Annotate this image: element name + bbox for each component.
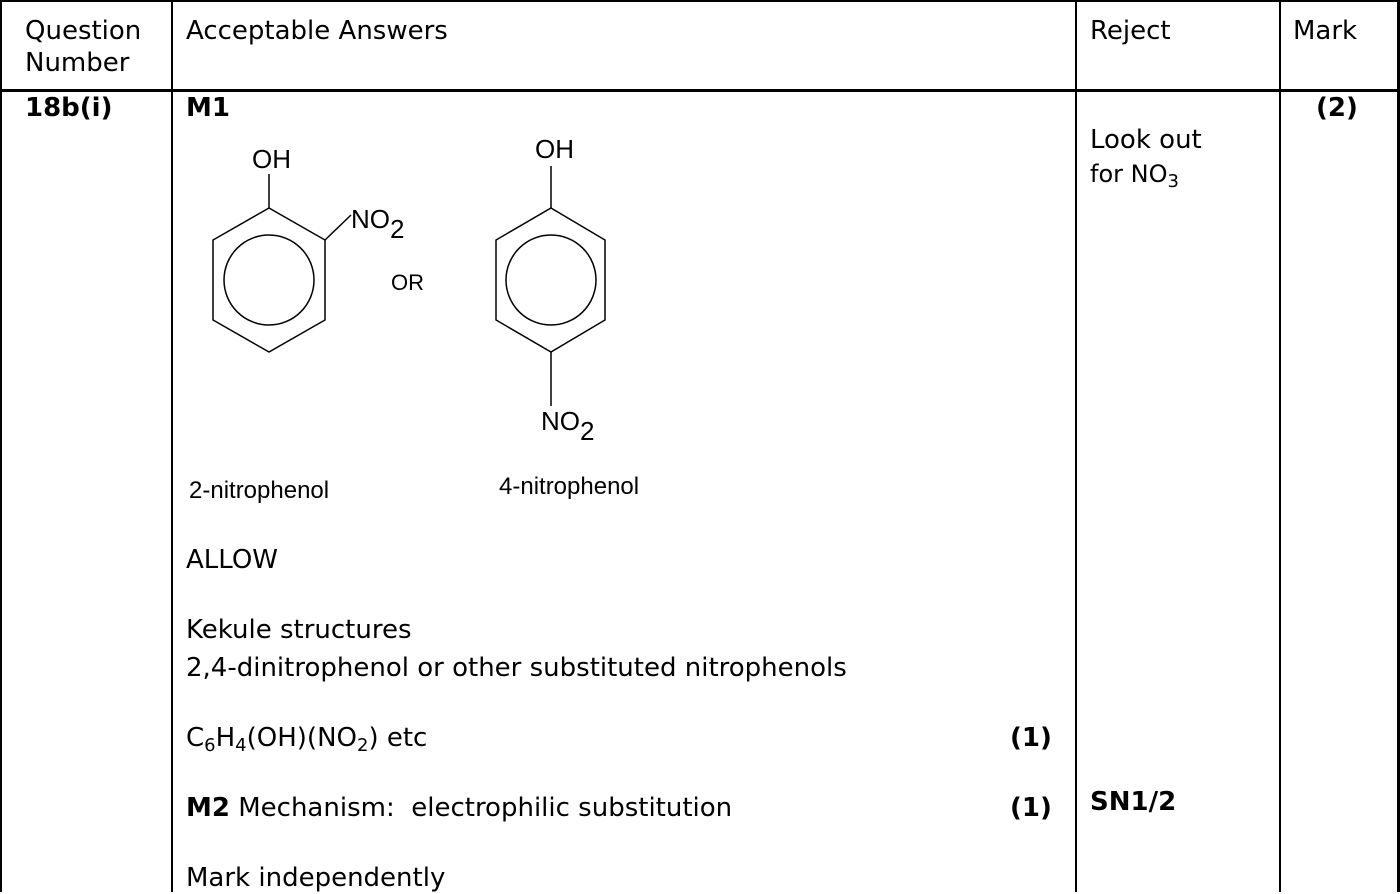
formula-text: C6H4(OH)(NO2) etc — [186, 723, 428, 756]
or-label: OR — [391, 270, 424, 295]
m2-text: M2 Mechanism: electrophilic substitution — [186, 793, 733, 823]
no2-label-right: NO2 — [541, 406, 594, 446]
benzene-ring-right — [495, 207, 606, 353]
header-reject: Reject — [1090, 16, 1171, 46]
kekule-text: Kekule structures — [186, 615, 412, 645]
mark-independently-text: Mark independently — [186, 863, 446, 893]
reject-look-out: Look out — [1090, 125, 1202, 155]
header-mark: Mark — [1293, 16, 1358, 46]
column-divider-2 — [1075, 0, 1077, 892]
reject-no3: for NO3 — [1090, 160, 1179, 192]
table-border-right — [1397, 0, 1400, 892]
name-2-nitrophenol: 2-nitrophenol — [189, 477, 329, 504]
mark-m2: (1) — [1010, 793, 1052, 823]
name-4-nitrophenol: 4-nitrophenol — [499, 473, 639, 500]
column-divider-3 — [1279, 0, 1281, 892]
header-question-number: Question Number — [25, 16, 142, 78]
dinitro-text: 2,4-dinitrophenol or other substituted n… — [186, 653, 847, 683]
aromatic-circle-left — [223, 234, 315, 326]
no2-label-left: NO2 — [351, 204, 404, 244]
oh-label-left: OH — [252, 144, 291, 174]
reject-sn: SN1/2 — [1090, 787, 1177, 817]
oh-label-right: OH — [535, 134, 574, 164]
aromatic-circle-right — [505, 234, 597, 326]
header-divider — [0, 89, 1400, 92]
question-number: 18b(i) — [25, 93, 113, 123]
nitrophenol-structures: OH NO2 OR OH NO2 2-nitrophenol 4-nitroph… — [189, 134, 639, 504]
m1-label: M1 — [186, 93, 230, 123]
benzene-ring-left — [212, 207, 326, 353]
no2-bond-left — [324, 214, 352, 241]
total-mark: (2) — [1316, 93, 1358, 123]
table-border-left — [0, 0, 2, 892]
table-border-top — [0, 0, 1400, 2]
allow-label: ALLOW — [186, 545, 279, 575]
4-nitrophenol-structure — [495, 166, 606, 406]
mark-m1: (1) — [1010, 723, 1052, 753]
2-nitrophenol-structure — [212, 174, 352, 353]
header-acceptable-answers: Acceptable Answers — [186, 16, 448, 46]
column-divider-1 — [171, 0, 173, 892]
